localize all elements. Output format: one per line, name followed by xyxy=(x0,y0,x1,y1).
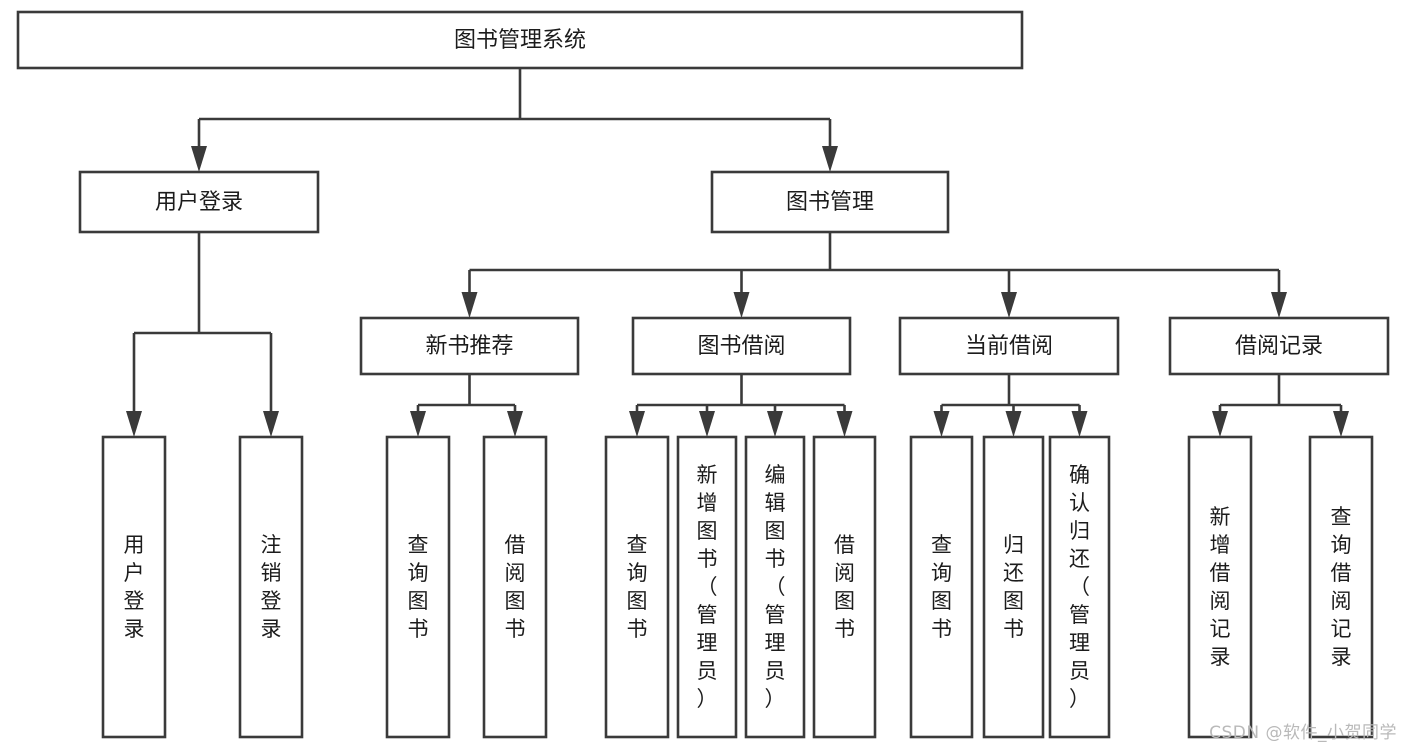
node-label-leaf-confirm-return: 确认归还（管理员） xyxy=(1069,463,1090,711)
node-box-new-book-rec xyxy=(359,316,580,376)
node-label-leaf-user-login: 用户登录 xyxy=(124,533,145,641)
node-box-leaf-add-book xyxy=(676,435,738,739)
node-book-borrow[interactable]: 图书借阅 xyxy=(631,316,852,376)
node-leaf-query-record[interactable]: 查询借阅记录 xyxy=(1308,435,1374,739)
node-current-borrow[interactable]: 当前借阅 xyxy=(898,316,1120,376)
node-leaf-borrow-book-1[interactable]: 借阅图书 xyxy=(482,435,548,739)
node-box-leaf-query-book-1 xyxy=(385,435,451,739)
node-label-leaf-borrow-book-1: 借阅图书 xyxy=(505,533,526,641)
node-label-book-mgmt: 图书管理 xyxy=(786,190,874,215)
node-box-leaf-query-book-3 xyxy=(909,435,974,739)
node-leaf-add-book[interactable]: 新增图书（管理员） xyxy=(676,435,738,739)
node-leaf-confirm-return[interactable]: 确认归还（管理员） xyxy=(1048,435,1111,739)
node-box-leaf-logout xyxy=(238,435,304,739)
node-box-leaf-query-book-2 xyxy=(604,435,670,739)
node-leaf-query-book-2[interactable]: 查询图书 xyxy=(604,435,670,739)
node-label-user-login: 用户登录 xyxy=(155,190,243,215)
node-label-leaf-borrow-book-2: 借阅图书 xyxy=(834,533,855,641)
node-box-root xyxy=(16,10,1024,70)
node-box-current-borrow xyxy=(898,316,1120,376)
node-label-leaf-query-book-1: 查询图书 xyxy=(408,533,429,641)
node-new-book-rec[interactable]: 新书推荐 xyxy=(359,316,580,376)
node-label-book-borrow: 图书借阅 xyxy=(697,334,785,359)
node-label-leaf-add-book: 新增图书（管理员） xyxy=(697,463,718,711)
node-label-root: 图书管理系统 xyxy=(454,28,586,53)
node-box-leaf-borrow-book-1 xyxy=(482,435,548,739)
node-leaf-query-book-3[interactable]: 查询图书 xyxy=(909,435,974,739)
node-leaf-borrow-book-2[interactable]: 借阅图书 xyxy=(812,435,877,739)
node-label-leaf-edit-book: 编辑图书（管理员） xyxy=(765,463,786,711)
node-leaf-user-login[interactable]: 用户登录 xyxy=(101,435,167,739)
node-box-leaf-edit-book xyxy=(744,435,806,739)
node-box-leaf-return-book xyxy=(982,435,1045,739)
csdn-watermark: CSDN @软件_小贺同学 xyxy=(1209,723,1397,743)
node-box-book-mgmt xyxy=(710,170,950,234)
node-leaf-query-book-1[interactable]: 查询图书 xyxy=(385,435,451,739)
node-borrow-record[interactable]: 借阅记录 xyxy=(1168,316,1390,376)
node-leaf-add-record[interactable]: 新增借阅记录 xyxy=(1187,435,1253,739)
node-label-leaf-logout: 注销登录 xyxy=(261,533,282,641)
node-label-current-borrow: 当前借阅 xyxy=(965,334,1053,359)
node-leaf-logout[interactable]: 注销登录 xyxy=(238,435,304,739)
node-label-new-book-rec: 新书推荐 xyxy=(425,334,513,359)
node-label-leaf-return-book: 归还图书 xyxy=(1003,533,1024,641)
node-box-user-login xyxy=(78,170,320,234)
node-root[interactable]: 图书管理系统 xyxy=(16,10,1024,70)
node-label-leaf-query-record: 查询借阅记录 xyxy=(1331,505,1352,669)
node-box-book-borrow xyxy=(631,316,852,376)
node-box-borrow-record xyxy=(1168,316,1390,376)
node-book-mgmt[interactable]: 图书管理 xyxy=(710,170,950,234)
nodes-layer: 图书管理系统用户登录图书管理新书推荐图书借阅当前借阅借阅记录用户登录注销登录查询… xyxy=(16,10,1390,739)
node-box-leaf-confirm-return xyxy=(1048,435,1111,739)
node-leaf-return-book[interactable]: 归还图书 xyxy=(982,435,1045,739)
node-label-leaf-query-book-3: 查询图书 xyxy=(931,533,952,641)
node-box-leaf-user-login xyxy=(101,435,167,739)
node-box-leaf-borrow-book-2 xyxy=(812,435,877,739)
node-box-leaf-query-record xyxy=(1308,435,1374,739)
node-leaf-edit-book[interactable]: 编辑图书（管理员） xyxy=(744,435,806,739)
node-label-leaf-add-record: 新增借阅记录 xyxy=(1210,505,1231,669)
node-label-borrow-record: 借阅记录 xyxy=(1235,334,1323,359)
node-box-leaf-add-record xyxy=(1187,435,1253,739)
node-label-leaf-query-book-2: 查询图书 xyxy=(627,533,648,641)
node-user-login[interactable]: 用户登录 xyxy=(78,170,320,234)
connectors-layer xyxy=(126,68,1349,437)
